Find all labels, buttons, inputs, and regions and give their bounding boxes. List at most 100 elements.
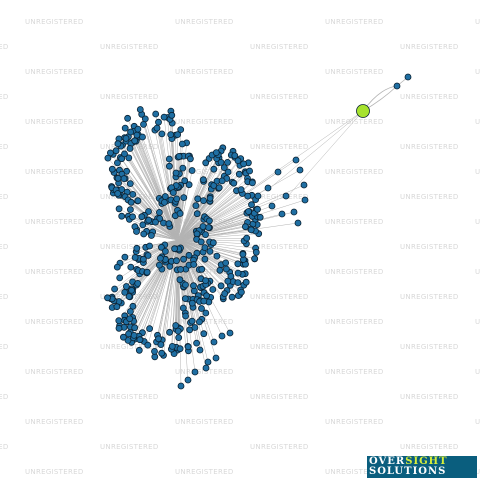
graph-node[interactable]: [127, 263, 135, 271]
graph-node[interactable]: [139, 255, 147, 263]
graph-node[interactable]: [216, 266, 224, 274]
graph-node[interactable]: [121, 253, 129, 261]
graph-node[interactable]: [135, 346, 143, 354]
graph-node[interactable]: [152, 110, 160, 118]
graph-node[interactable]: [165, 155, 173, 163]
graph-node[interactable]: [226, 329, 234, 337]
graph-node[interactable]: [202, 159, 210, 167]
graph-node[interactable]: [234, 157, 242, 165]
graph-node[interactable]: [185, 181, 193, 189]
graph-node[interactable]: [246, 167, 254, 175]
graph-node[interactable]: [177, 126, 185, 134]
graph-node[interactable]: [134, 197, 142, 205]
graph-node[interactable]: [186, 155, 194, 163]
graph-node[interactable]: [224, 277, 232, 285]
graph-node[interactable]: [126, 308, 134, 315]
graph-node[interactable]: [156, 215, 164, 222]
graph-node[interactable]: [188, 167, 196, 174]
graph-node[interactable]: [129, 213, 137, 221]
graph-node[interactable]: [209, 286, 217, 293]
chain-node[interactable]: [393, 82, 401, 90]
graph-node[interactable]: [240, 160, 248, 168]
graph-node[interactable]: [108, 165, 116, 173]
graph-node[interactable]: [274, 168, 282, 176]
graph-node[interactable]: [126, 180, 134, 188]
graph-node[interactable]: [152, 218, 159, 226]
graph-node[interactable]: [237, 288, 245, 296]
graph-node[interactable]: [157, 341, 165, 349]
graph-node[interactable]: [158, 130, 166, 138]
graph-node[interactable]: [121, 150, 128, 158]
graph-node[interactable]: [151, 347, 158, 355]
graph-node[interactable]: [218, 332, 226, 340]
graph-node[interactable]: [215, 184, 223, 192]
graph-node[interactable]: [180, 194, 188, 202]
graph-node[interactable]: [191, 324, 199, 331]
graph-node[interactable]: [131, 254, 139, 261]
graph-node[interactable]: [198, 265, 206, 273]
graph-node[interactable]: [205, 217, 213, 225]
graph-node[interactable]: [153, 124, 161, 132]
graph-node[interactable]: [114, 140, 122, 148]
graph-node[interactable]: [176, 276, 184, 284]
graph-node[interactable]: [235, 170, 243, 178]
graph-node[interactable]: [222, 265, 230, 273]
graph-node[interactable]: [146, 242, 154, 250]
graph-node[interactable]: [202, 309, 210, 317]
graph-node[interactable]: [224, 168, 232, 176]
graph-node[interactable]: [127, 128, 135, 136]
graph-node[interactable]: [146, 325, 154, 333]
graph-node[interactable]: [157, 243, 165, 251]
graph-node[interactable]: [198, 305, 205, 312]
graph-node[interactable]: [188, 317, 196, 325]
graph-node[interactable]: [190, 282, 197, 290]
graph-node[interactable]: [161, 247, 169, 255]
graph-node[interactable]: [203, 292, 211, 300]
graph-node[interactable]: [168, 342, 176, 350]
graph-node[interactable]: [165, 220, 173, 228]
graph-node[interactable]: [126, 206, 134, 214]
graph-node[interactable]: [143, 268, 151, 276]
graph-node[interactable]: [252, 248, 260, 256]
graph-node[interactable]: [206, 194, 214, 202]
graph-node[interactable]: [230, 179, 238, 187]
graph-node[interactable]: [296, 166, 304, 174]
graph-node[interactable]: [282, 192, 290, 200]
graph-node[interactable]: [174, 327, 182, 335]
graph-node[interactable]: [191, 368, 199, 376]
graph-node[interactable]: [158, 349, 166, 357]
graph-node[interactable]: [205, 224, 212, 231]
graph-node[interactable]: [115, 205, 123, 213]
graph-node[interactable]: [202, 231, 209, 239]
graph-node[interactable]: [125, 154, 133, 162]
graph-node[interactable]: [176, 345, 184, 353]
graph-node[interactable]: [124, 336, 132, 344]
graph-node[interactable]: [136, 106, 144, 113]
graph-node[interactable]: [125, 330, 133, 338]
graph-node[interactable]: [114, 174, 122, 182]
graph-node[interactable]: [144, 252, 152, 259]
graph-node[interactable]: [181, 177, 189, 185]
graph-node[interactable]: [184, 343, 192, 351]
graph-node[interactable]: [197, 238, 205, 246]
graph-node[interactable]: [192, 202, 200, 210]
graph-node[interactable]: [126, 315, 134, 323]
graph-node[interactable]: [200, 330, 208, 338]
graph-node[interactable]: [161, 193, 169, 200]
graph-node[interactable]: [111, 285, 118, 293]
graph-node[interactable]: [217, 282, 225, 290]
graph-node[interactable]: [160, 198, 168, 206]
graph-node[interactable]: [113, 303, 121, 311]
graph-node[interactable]: [241, 223, 249, 231]
graph-node[interactable]: [121, 288, 129, 296]
graph-node[interactable]: [247, 226, 255, 234]
graph-node[interactable]: [122, 134, 130, 142]
graph-node[interactable]: [182, 281, 189, 289]
graph-node[interactable]: [179, 164, 187, 172]
graph-node[interactable]: [136, 336, 144, 344]
graph-node[interactable]: [155, 118, 162, 126]
graph-node[interactable]: [180, 255, 188, 263]
graph-node[interactable]: [222, 259, 230, 267]
graph-node[interactable]: [173, 195, 181, 203]
graph-node[interactable]: [188, 299, 196, 307]
